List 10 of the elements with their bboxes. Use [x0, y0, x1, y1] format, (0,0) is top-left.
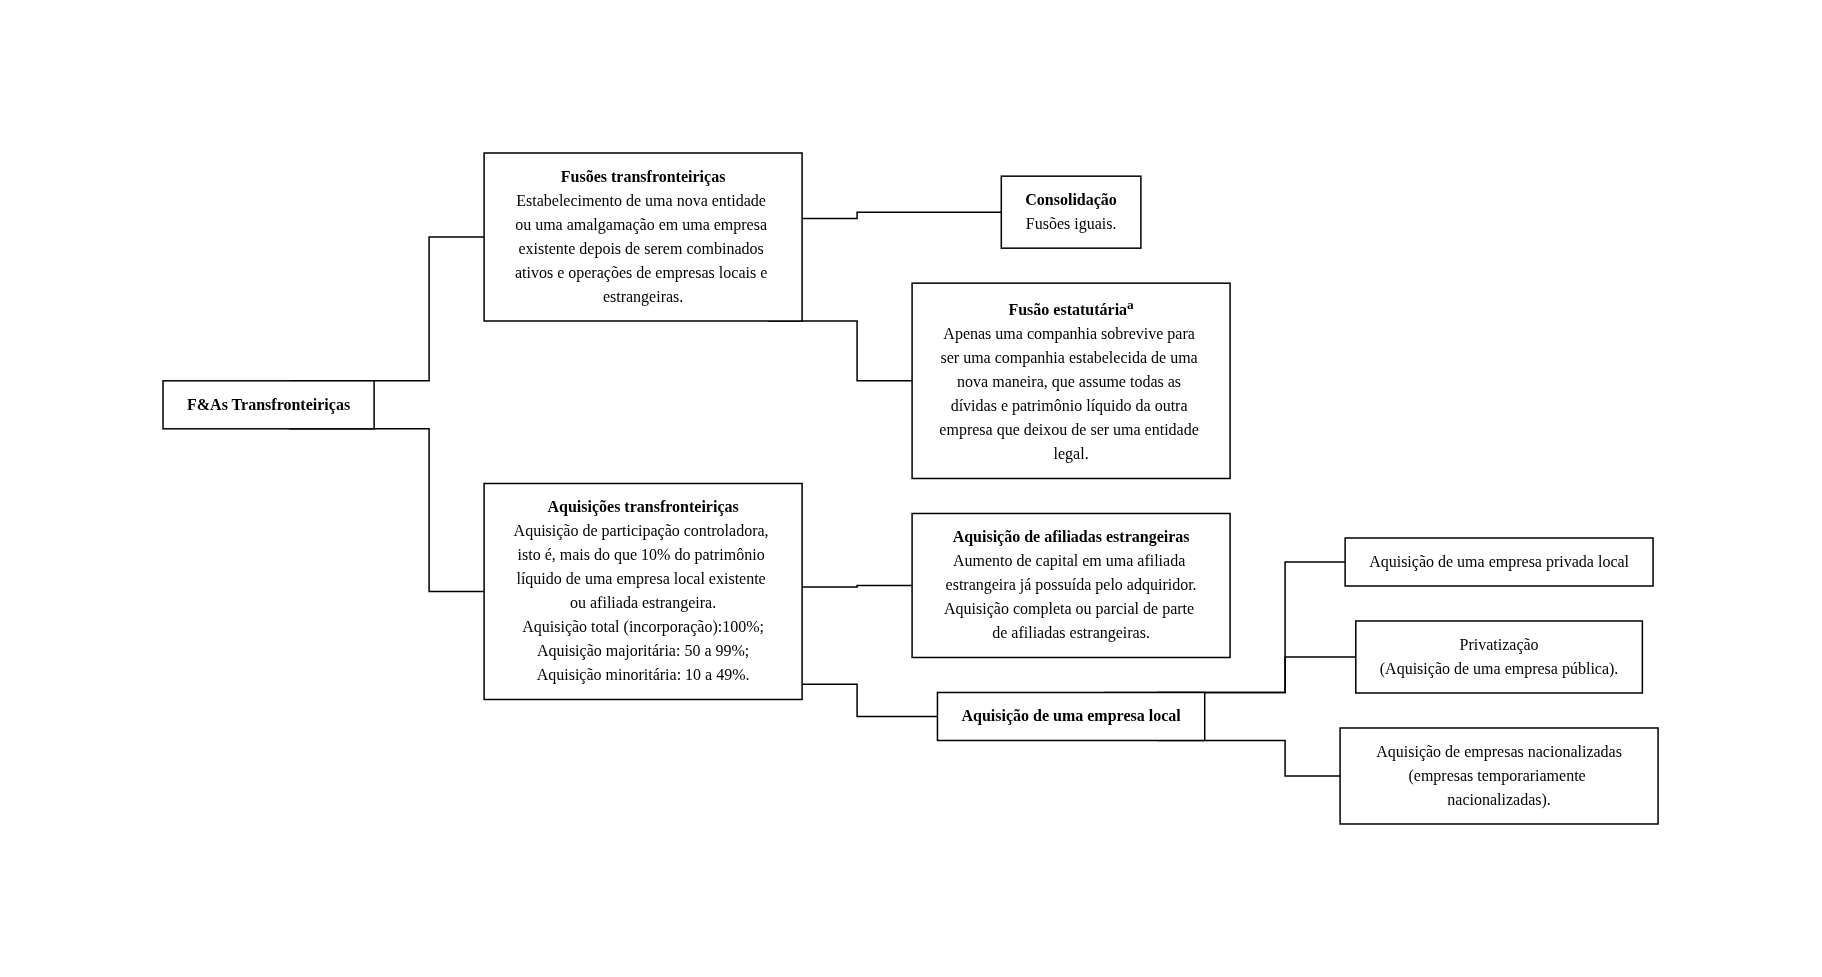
node-box: Fusão estatutária$^{a}$ Apenas uma companhia sobrevive para ser uma companhia estabelecida de uma nova maneira, que assume todas as dívidas e patrimônio líquido da outra empresa que deixou de ser uma entidade legal.: [911, 282, 1232, 480]
node-box: Aquisição de afiliadas estrangeiras Aumento de capital em uma afiliada estrangeira já possuída pelo adquiridor. Aquisição completa ou parcial de parte de afiliadas estrangeiras.: [911, 512, 1232, 659]
node-box: Aquisição de uma empresa privada local: [1344, 537, 1655, 587]
node-box: Aquisição de uma empresa local: [937, 691, 1206, 742]
node-box: Aquisições transfronteiriças Aquisição de participação controladora, isto é, mais do que 10% do patrimônio líquido de uma empresa local existente ou afiliada estrangeira. Aquisição total (incorporação):100%; Aquisição majoritária: 50 a 99%; Aquisição minoritária: 10 a 49%.: [483, 482, 804, 701]
node-box: Fusões transfronteiriças Estabelecimento de uma nova entidade ou uma amalgamação em uma empresa existente depois de serem combinados ativos e operações de empresas locais e estrangeiras.: [483, 152, 804, 322]
node-box: Aquisição de empresas nacionalizadas (empresas temporariamente nacionalizadas).: [1339, 727, 1660, 825]
node-box: Privatização (Aquisição de uma empresa pública).: [1355, 620, 1644, 694]
node-box: F&As Transfronteiriças: [162, 380, 376, 430]
node-box: Consolidação Fusões iguais.: [1001, 175, 1143, 249]
